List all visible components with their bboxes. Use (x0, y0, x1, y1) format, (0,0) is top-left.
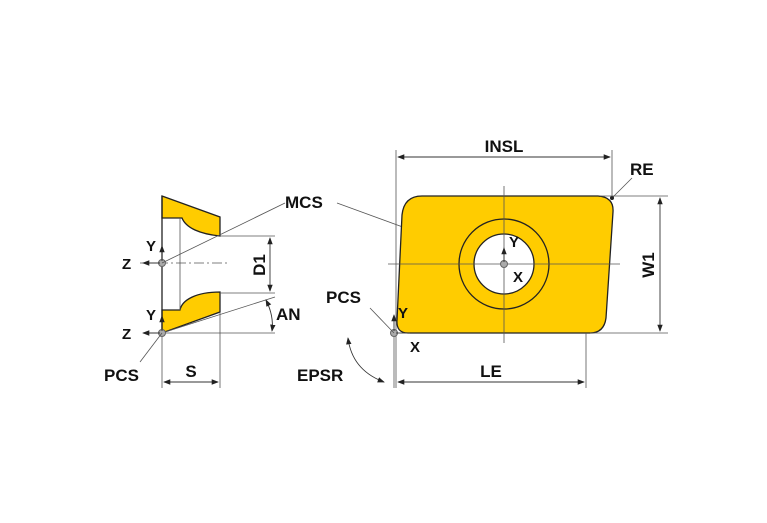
insl-label: INSL (485, 137, 524, 156)
s-label: S (185, 362, 196, 381)
x-axis-center: X (513, 269, 523, 286)
x-axis-corner: X (410, 339, 420, 356)
an-label: AN (276, 305, 301, 324)
side-view-insert-upper (161, 195, 221, 237)
d1-label: D1 (250, 254, 269, 276)
side-view-insert-lower (161, 291, 221, 334)
top-view: Y X INSL RE W1 LE EPSR Y X PCS (297, 137, 668, 388)
w1-label: W1 (639, 252, 658, 278)
pcs-label-right: PCS (326, 288, 361, 307)
side-view: D1 AN S Z Y Z Y PCS (104, 195, 301, 388)
z-axis-lower: Z (122, 326, 131, 343)
mcs-label: MCS (285, 193, 323, 212)
re-label: RE (630, 160, 654, 179)
le-label: LE (480, 362, 502, 381)
y-axis-lower: Y (146, 307, 156, 324)
z-axis-upper: Z (122, 256, 131, 273)
pcs-label-left: PCS (104, 366, 139, 385)
y-axis-center: Y (509, 234, 519, 251)
epsr-label: EPSR (297, 366, 343, 385)
y-axis-corner: Y (398, 305, 408, 322)
y-axis-upper: Y (146, 238, 156, 255)
